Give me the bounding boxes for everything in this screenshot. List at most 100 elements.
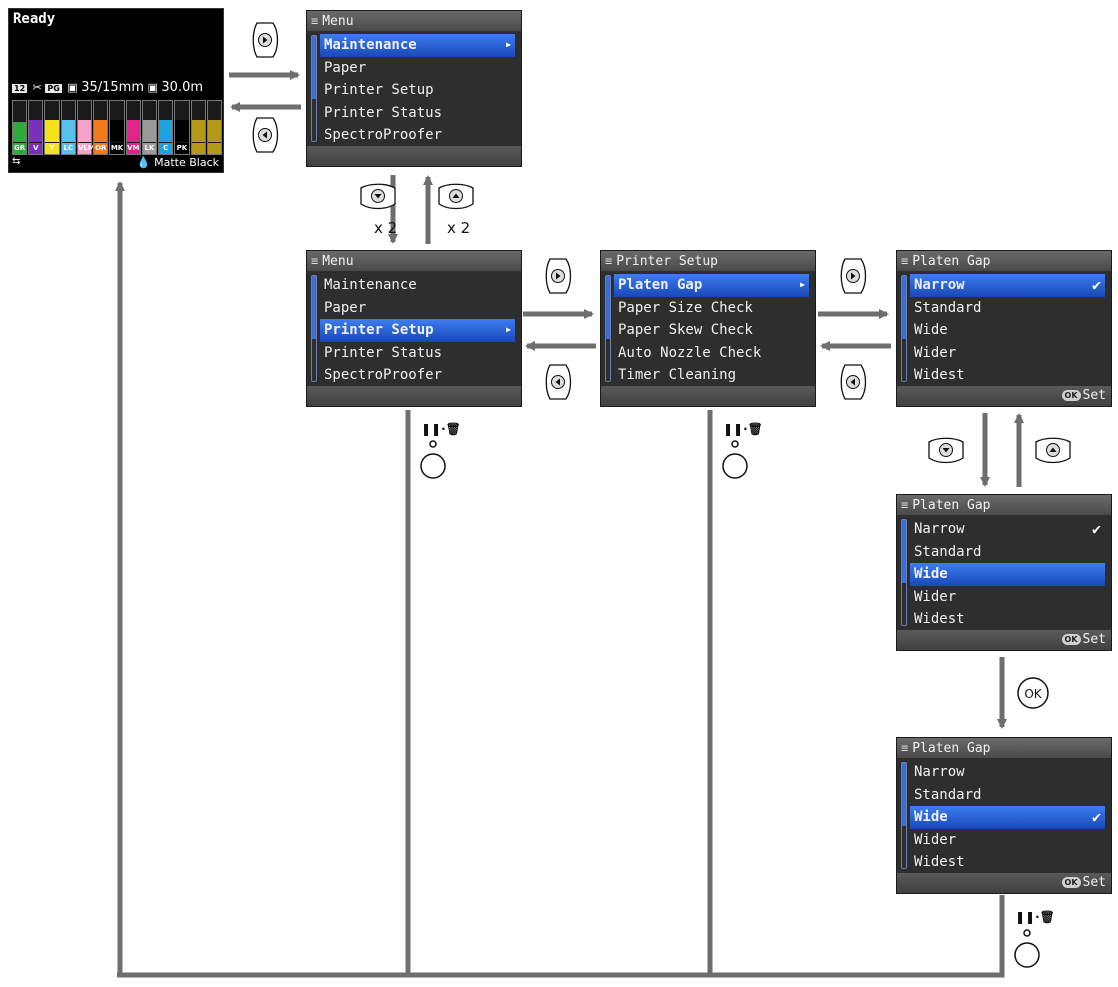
menu-item-printer-setup[interactable]: Printer Setup: [320, 79, 515, 102]
menu-item-maintenance[interactable]: Maintenance: [320, 274, 515, 297]
pause-cancel-control[interactable]: ❚❚·🗑: [723, 422, 763, 482]
menu-item-paper[interactable]: Paper: [320, 297, 515, 320]
menu-item-spectroproofer[interactable]: SpectroProofer: [320, 364, 515, 387]
menu-item-widest[interactable]: Widest: [910, 608, 1105, 631]
menu-item-narrow[interactable]: Narrow ✔: [910, 274, 1105, 297]
scrollbar[interactable]: [901, 762, 907, 869]
menu-item-label: Printer Status: [324, 104, 443, 121]
right-button-icon: [545, 258, 572, 294]
menu-item-label: Widest: [914, 367, 965, 384]
menu-item-label: Wide: [914, 322, 948, 339]
menu-list-icon: ≡: [901, 498, 909, 512]
ink-level-fill: [126, 119, 140, 142]
scrollbar-thumb[interactable]: [312, 36, 316, 99]
menu-item-printer-setup[interactable]: Printer Setup▶: [320, 319, 515, 342]
menu-item-label: Wider: [914, 588, 957, 605]
menu-item-paper-skew-check[interactable]: Paper Skew Check: [614, 319, 809, 342]
menu-item-printer-status[interactable]: Printer Status: [320, 102, 515, 125]
menu-item-narrow[interactable]: Narrow: [910, 761, 1105, 784]
pause-cancel-control[interactable]: ❚❚·🗑: [1015, 910, 1055, 970]
menu-item-wider[interactable]: Wider: [910, 586, 1105, 609]
menu-item-label: Wider: [914, 344, 957, 361]
menu-item-standard[interactable]: Standard: [910, 541, 1105, 564]
menu-item-label: Narrow: [914, 277, 965, 293]
roll-icon: ▣: [147, 81, 158, 94]
menu-item-spectroproofer[interactable]: SpectroProofer: [320, 124, 515, 147]
menu-item-wide[interactable]: Wide✔: [910, 806, 1105, 829]
ink-cartridge-maint-11: [190, 100, 206, 155]
menu-item-wider[interactable]: Wider: [910, 342, 1105, 365]
ink-label: GR: [13, 143, 27, 154]
ink-level-fill: [13, 121, 27, 142]
scrollbar[interactable]: [901, 519, 907, 626]
ink-level-fill: [207, 119, 222, 142]
screen-titlebar: ≡Menu: [307, 251, 521, 271]
ink-label: LC: [61, 143, 75, 154]
paper-type-chip: PG: [45, 84, 62, 93]
menu-item-standard[interactable]: Standard: [910, 784, 1105, 807]
scrollbar-thumb[interactable]: [606, 276, 610, 339]
ready-footer: ⇆ 💧 Matte Black: [12, 156, 219, 170]
scrollbar[interactable]: [901, 275, 907, 382]
menu-item-label: Timer Cleaning: [618, 367, 737, 384]
menu-item-auto-nozzle-check[interactable]: Auto Nozzle Check: [614, 342, 809, 365]
menu-item-label: Wide: [914, 809, 948, 826]
menu-item-label: Wide: [914, 566, 948, 583]
repeat-up-label: x 2: [447, 219, 471, 237]
footer-set-label: Set: [1082, 875, 1106, 890]
ok-button-label: OK: [1024, 687, 1042, 701]
network-icon: ⇆: [12, 156, 21, 167]
menu-item-wide[interactable]: Wide: [910, 563, 1105, 586]
scrollbar-thumb[interactable]: [902, 520, 906, 583]
menu-item-printer-status[interactable]: Printer Status: [320, 342, 515, 365]
pause-cancel-glyph: ❚❚·🗑: [1015, 910, 1055, 924]
scrollbar[interactable]: [311, 35, 317, 142]
menu-item-widest[interactable]: Widest: [910, 364, 1105, 387]
menu-item-narrow[interactable]: Narrow✔: [910, 518, 1105, 541]
scrollbar-thumb[interactable]: [902, 276, 906, 339]
menu-item-timer-cleaning[interactable]: Timer Cleaning: [614, 364, 809, 387]
scrollbar-thumb[interactable]: [902, 763, 906, 826]
return-path: [405, 410, 1005, 978]
left-button-icon: [252, 117, 279, 153]
screen-titlebar: ≡Platen Gap: [897, 251, 1111, 271]
menu-item-wide[interactable]: Wide: [910, 319, 1105, 342]
menu-item-label: Standard: [914, 543, 982, 560]
ink-label: V: [29, 143, 43, 154]
scrollbar-thumb[interactable]: [312, 276, 316, 339]
up-button-icon: [1035, 437, 1071, 464]
scrollbar[interactable]: [311, 275, 317, 382]
menu-item-paper-size-check[interactable]: Paper Size Check: [614, 297, 809, 320]
menu-item-widest[interactable]: Widest: [910, 851, 1105, 874]
menu-item-label: Printer Setup: [324, 322, 434, 339]
menu-item-maintenance[interactable]: Maintenance▶: [320, 34, 515, 57]
menu-item-paper[interactable]: Paper: [320, 57, 515, 80]
ink-label: C: [159, 143, 173, 154]
checkmark-icon: ✔: [1091, 276, 1101, 294]
ink-level-fill: [29, 119, 43, 142]
cutter-icon: ✂: [32, 81, 42, 94]
menu-item-standard[interactable]: Standard: [910, 297, 1105, 320]
menu-item-label: Widest: [914, 611, 965, 628]
menu-item-wider[interactable]: Wider: [910, 829, 1105, 852]
pause-cancel-control[interactable]: ❚❚·🗑: [421, 422, 461, 482]
ink-level-fill: [191, 119, 205, 142]
screen-titlebar: ≡Menu: [307, 11, 521, 31]
menu-item-platen-gap[interactable]: Platen Gap▶: [614, 274, 809, 297]
paper-icon: ▣: [67, 81, 78, 94]
menu-item-label: Standard: [914, 786, 982, 803]
scrollbar[interactable]: [605, 275, 611, 382]
menu-list-icon: ≡: [311, 14, 319, 28]
screen-titlebar: ≡Platen Gap: [897, 495, 1111, 515]
ink-cartridge-gr: GR: [12, 100, 28, 155]
ink-label: VM: [126, 143, 140, 154]
